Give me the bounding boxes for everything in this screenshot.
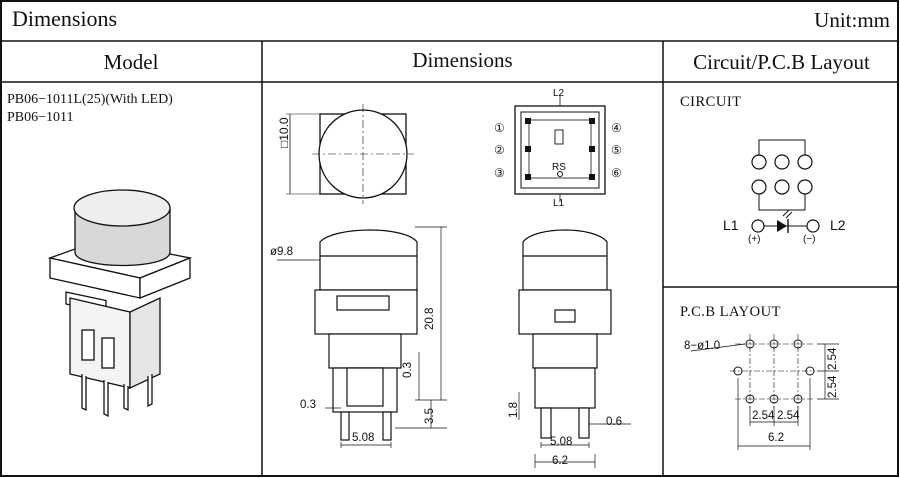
side-pin-offset-label: 1.8	[508, 402, 520, 418]
side-pin-thick-label: 0.6	[606, 416, 622, 428]
terminal-5: ⑤	[611, 143, 622, 157]
front-pitch-label: 5.08	[352, 432, 375, 444]
front-height-label: 20.8	[424, 307, 436, 330]
circuit-label: CIRCUIT	[680, 94, 742, 110]
front-diameter-label: ø9.8	[270, 246, 294, 258]
side-width-label: 6.2	[552, 455, 568, 467]
front-pin-thick-label: 0.3	[300, 399, 316, 411]
circuit-pcb-column-header: Circuit/P.C.B Layout	[693, 50, 870, 74]
front-view-drawing	[277, 226, 447, 448]
pcb-horizontal-dim-2: 2.54	[777, 410, 800, 422]
circuit-l2-label: L2	[830, 217, 846, 233]
model-name-led: PB06−1011L(25)(With LED)	[7, 92, 173, 107]
front-pin-length-label: 3.5	[424, 408, 436, 424]
terminal-view-drawing	[514, 96, 606, 202]
pcb-layout-label: P.C.B LAYOUT	[680, 304, 781, 320]
terminal-rs-label: RS	[552, 162, 566, 173]
circuit-minus-label: (−)	[803, 234, 816, 245]
circuit-plus-label: (+)	[748, 234, 761, 245]
model-column-header: Model	[103, 50, 159, 74]
terminal-4: ④	[611, 121, 622, 135]
circuit-l1-label: L1	[723, 217, 739, 233]
dimensions-column-header: Dimensions	[412, 48, 513, 72]
terminal-1: ①	[494, 121, 505, 135]
switch-illustration	[47, 189, 193, 418]
pcb-layout-diagram	[690, 334, 839, 450]
side-view-drawing	[518, 229, 631, 468]
pcb-vertical-dim-1: 2.54	[827, 347, 839, 370]
terminal-3: ③	[494, 166, 505, 180]
model-name-plain: PB06−1011	[7, 110, 74, 125]
terminal-l1-label: L1	[553, 198, 565, 209]
side-pitch-label: 5.08	[550, 436, 573, 448]
terminal-2: ②	[494, 143, 505, 157]
pcb-horizontal-dim-1: 2.54	[752, 410, 775, 422]
terminal-6: ⑥	[611, 166, 622, 180]
circuit-diagram	[751, 139, 820, 233]
square-size-label: □10.0	[277, 117, 291, 148]
pcb-vertical-dim-2: 2.54	[827, 375, 839, 398]
unit-label: Unit:mm	[814, 8, 890, 32]
sheet-title: Dimensions	[12, 6, 118, 31]
terminal-l2-label: L2	[553, 88, 565, 99]
pcb-hole-label: 8−ø1.0	[684, 340, 721, 352]
top-view-drawing	[286, 104, 414, 204]
front-pin-gap-label: 0.3	[402, 362, 414, 378]
pcb-total-width-label: 6.2	[768, 432, 784, 444]
